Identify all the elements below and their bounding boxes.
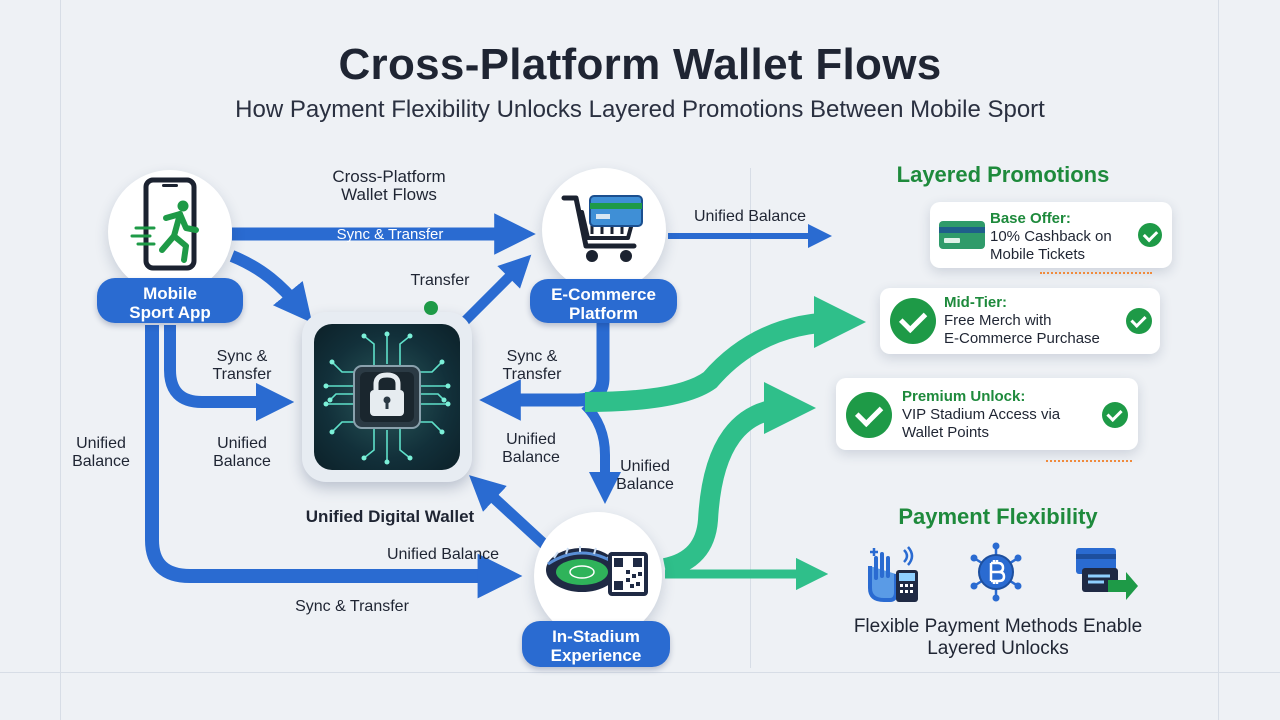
frame-line-left [60,0,61,720]
label-unified-bottom: Unified Balance [386,546,500,563]
credit-card-icon [939,221,985,249]
frame-line-bottom [0,672,1280,673]
wallet-chip [314,324,460,470]
arrow-to-premium [662,382,816,578]
label-unified-left: Unified Balance [213,435,271,470]
page-title: Cross-Platform Wallet Flows [338,40,942,89]
payment-heading: Payment Flexibility [898,504,1098,529]
label-unified-right: Unified Balance [693,208,807,225]
promo-premium-body: VIP Stadium Access via Wallet Points [902,406,1061,441]
promo-card-base: Base Offer: 10% Cashback on Mobile Ticke… [930,202,1172,268]
check-icon [1138,223,1162,247]
promo-base-body: 10% Cashback on Mobile Tickets [990,228,1112,263]
label-unified-mid: Unified Balance [502,431,560,466]
label-sync-bottom: Sync & Transfer [295,598,409,615]
frame-line-right [1218,0,1219,720]
arrow-mobile-to-stadium [145,325,523,599]
check-icon [1102,402,1128,428]
arrow-stadium-to-wallet [469,475,549,550]
ecommerce-node [542,168,666,292]
card-transfer-icon [1076,548,1138,600]
label-sync-left: Sync & Transfer [212,348,272,383]
flow-heading-label: Cross-Platform Wallet Flows [332,167,446,204]
stadium-node [534,512,662,640]
label-sync-top: Sync & Transfer [336,226,444,243]
page-subtitle: How Payment Flexibility Unlocks Layered … [235,96,1045,123]
label-unified-down: Unified Balance [616,458,674,493]
arrow-to-mid-tier [584,296,866,412]
arrow-mobile-to-wallet [229,250,313,323]
mobile-node-label: Mobile Sport App [97,278,243,323]
stadium-qr-icon [546,546,648,596]
arrow-mobile-sync-wallet [164,325,295,422]
payment-caption: Flexible Payment Methods Enable Layered … [853,616,1143,659]
contactless-pay-icon [868,546,918,602]
wallet-node-label: Unified Digital Wallet [305,507,475,526]
promo-base-title: Base Offer: [990,210,1071,227]
status-dot [424,301,438,315]
shopping-cart-icon [561,195,643,262]
promo-mid-title: Mid-Tier: [944,294,1008,311]
dotted-divider-1 [1040,272,1152,274]
promo-premium-title: Premium Unlock: [902,388,1026,405]
promo-mid-body: Free Merch with E-Commerce Purchase [944,312,1100,347]
label-sync-right: Sync & Transfer [502,348,562,383]
wallet-node [302,312,472,482]
mobile-phone-icon [130,177,199,271]
check-icon-large [890,298,936,344]
promo-card-mid: Mid-Tier: Free Merch with E-Commerce Pur… [880,288,1160,354]
dotted-divider-2 [1046,460,1132,462]
stadium-node-label: In-Stadium Experience [522,621,670,667]
ecommerce-node-label: E-Commerce Platform [530,279,677,323]
label-transfer: Transfer [410,272,470,289]
lock-chip-icon [323,331,451,465]
check-icon-large [846,392,892,438]
promotions-heading: Layered Promotions [896,162,1110,187]
crypto-coin-icon [970,542,1022,602]
promo-card-premium: Premium Unlock: VIP Stadium Access via W… [836,378,1138,450]
label-unified-far-left: Unified Balance [72,435,130,470]
mobile-node [108,170,232,294]
check-icon [1126,308,1152,334]
